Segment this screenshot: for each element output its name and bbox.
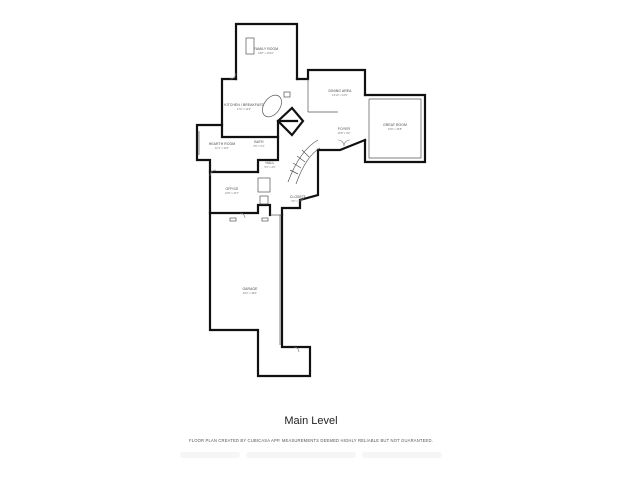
room-label-hearth-room: HEARTH ROOM: [209, 142, 236, 146]
room-label-family-room: FAMILY ROOM: [254, 47, 278, 51]
disclaimer-text: FLOOR PLAN CREATED BY CUBICASA APP. MEAS…: [189, 438, 433, 443]
room-dims-bath: 6'5" x 5'4": [253, 144, 264, 148]
watermark-shape: [246, 452, 356, 458]
interior-details: [209, 37, 351, 353]
room-dims-office: 10'8" x 10'7": [225, 191, 239, 195]
room-dims-great-room: 16'6" x 15'8": [388, 127, 402, 131]
room-label-office: OFFICE: [225, 187, 239, 191]
room-label-kitchen: KITCHEN / BREAKFAST: [224, 103, 264, 107]
exterior-walls: [195, 22, 427, 378]
room-label-garage: GARAGE: [242, 287, 258, 291]
room-label-closet: CLOSET: [290, 195, 304, 199]
room-dims-dining: 13'10" x 12'6": [332, 93, 348, 97]
room-label-great-room: GREAT ROOM: [383, 123, 407, 127]
room-dims-foyer: 15'8" x 9'3": [338, 131, 351, 135]
level-title: Main Level: [284, 415, 338, 427]
room-labels: FAMILY ROOM 18'0" x 15'10" KITCHEN / BRE…: [209, 47, 407, 295]
room-dims-kitchen: 17'0" x 14'6": [237, 107, 251, 111]
room-label-hall: HALL: [266, 161, 275, 165]
room-label-bath: BATH: [254, 140, 264, 144]
watermark-logo: [0, 452, 622, 466]
watermark-shape: [362, 452, 442, 458]
room-label-dining: DINING AREA: [329, 89, 353, 93]
room-dims-hearth-room: 12'1" x 11'6": [215, 146, 229, 150]
watermark-shape: [180, 452, 240, 458]
room-dims-family-room: 18'0" x 15'10": [258, 51, 274, 55]
room-dims-closet: 5'0" x 4'3": [291, 199, 302, 203]
room-label-foyer: FOYER: [338, 127, 351, 131]
room-dims-garage: 30'2" x 38'4": [243, 291, 257, 295]
room-dims-hall: 5'3" x 4'0": [264, 165, 275, 169]
